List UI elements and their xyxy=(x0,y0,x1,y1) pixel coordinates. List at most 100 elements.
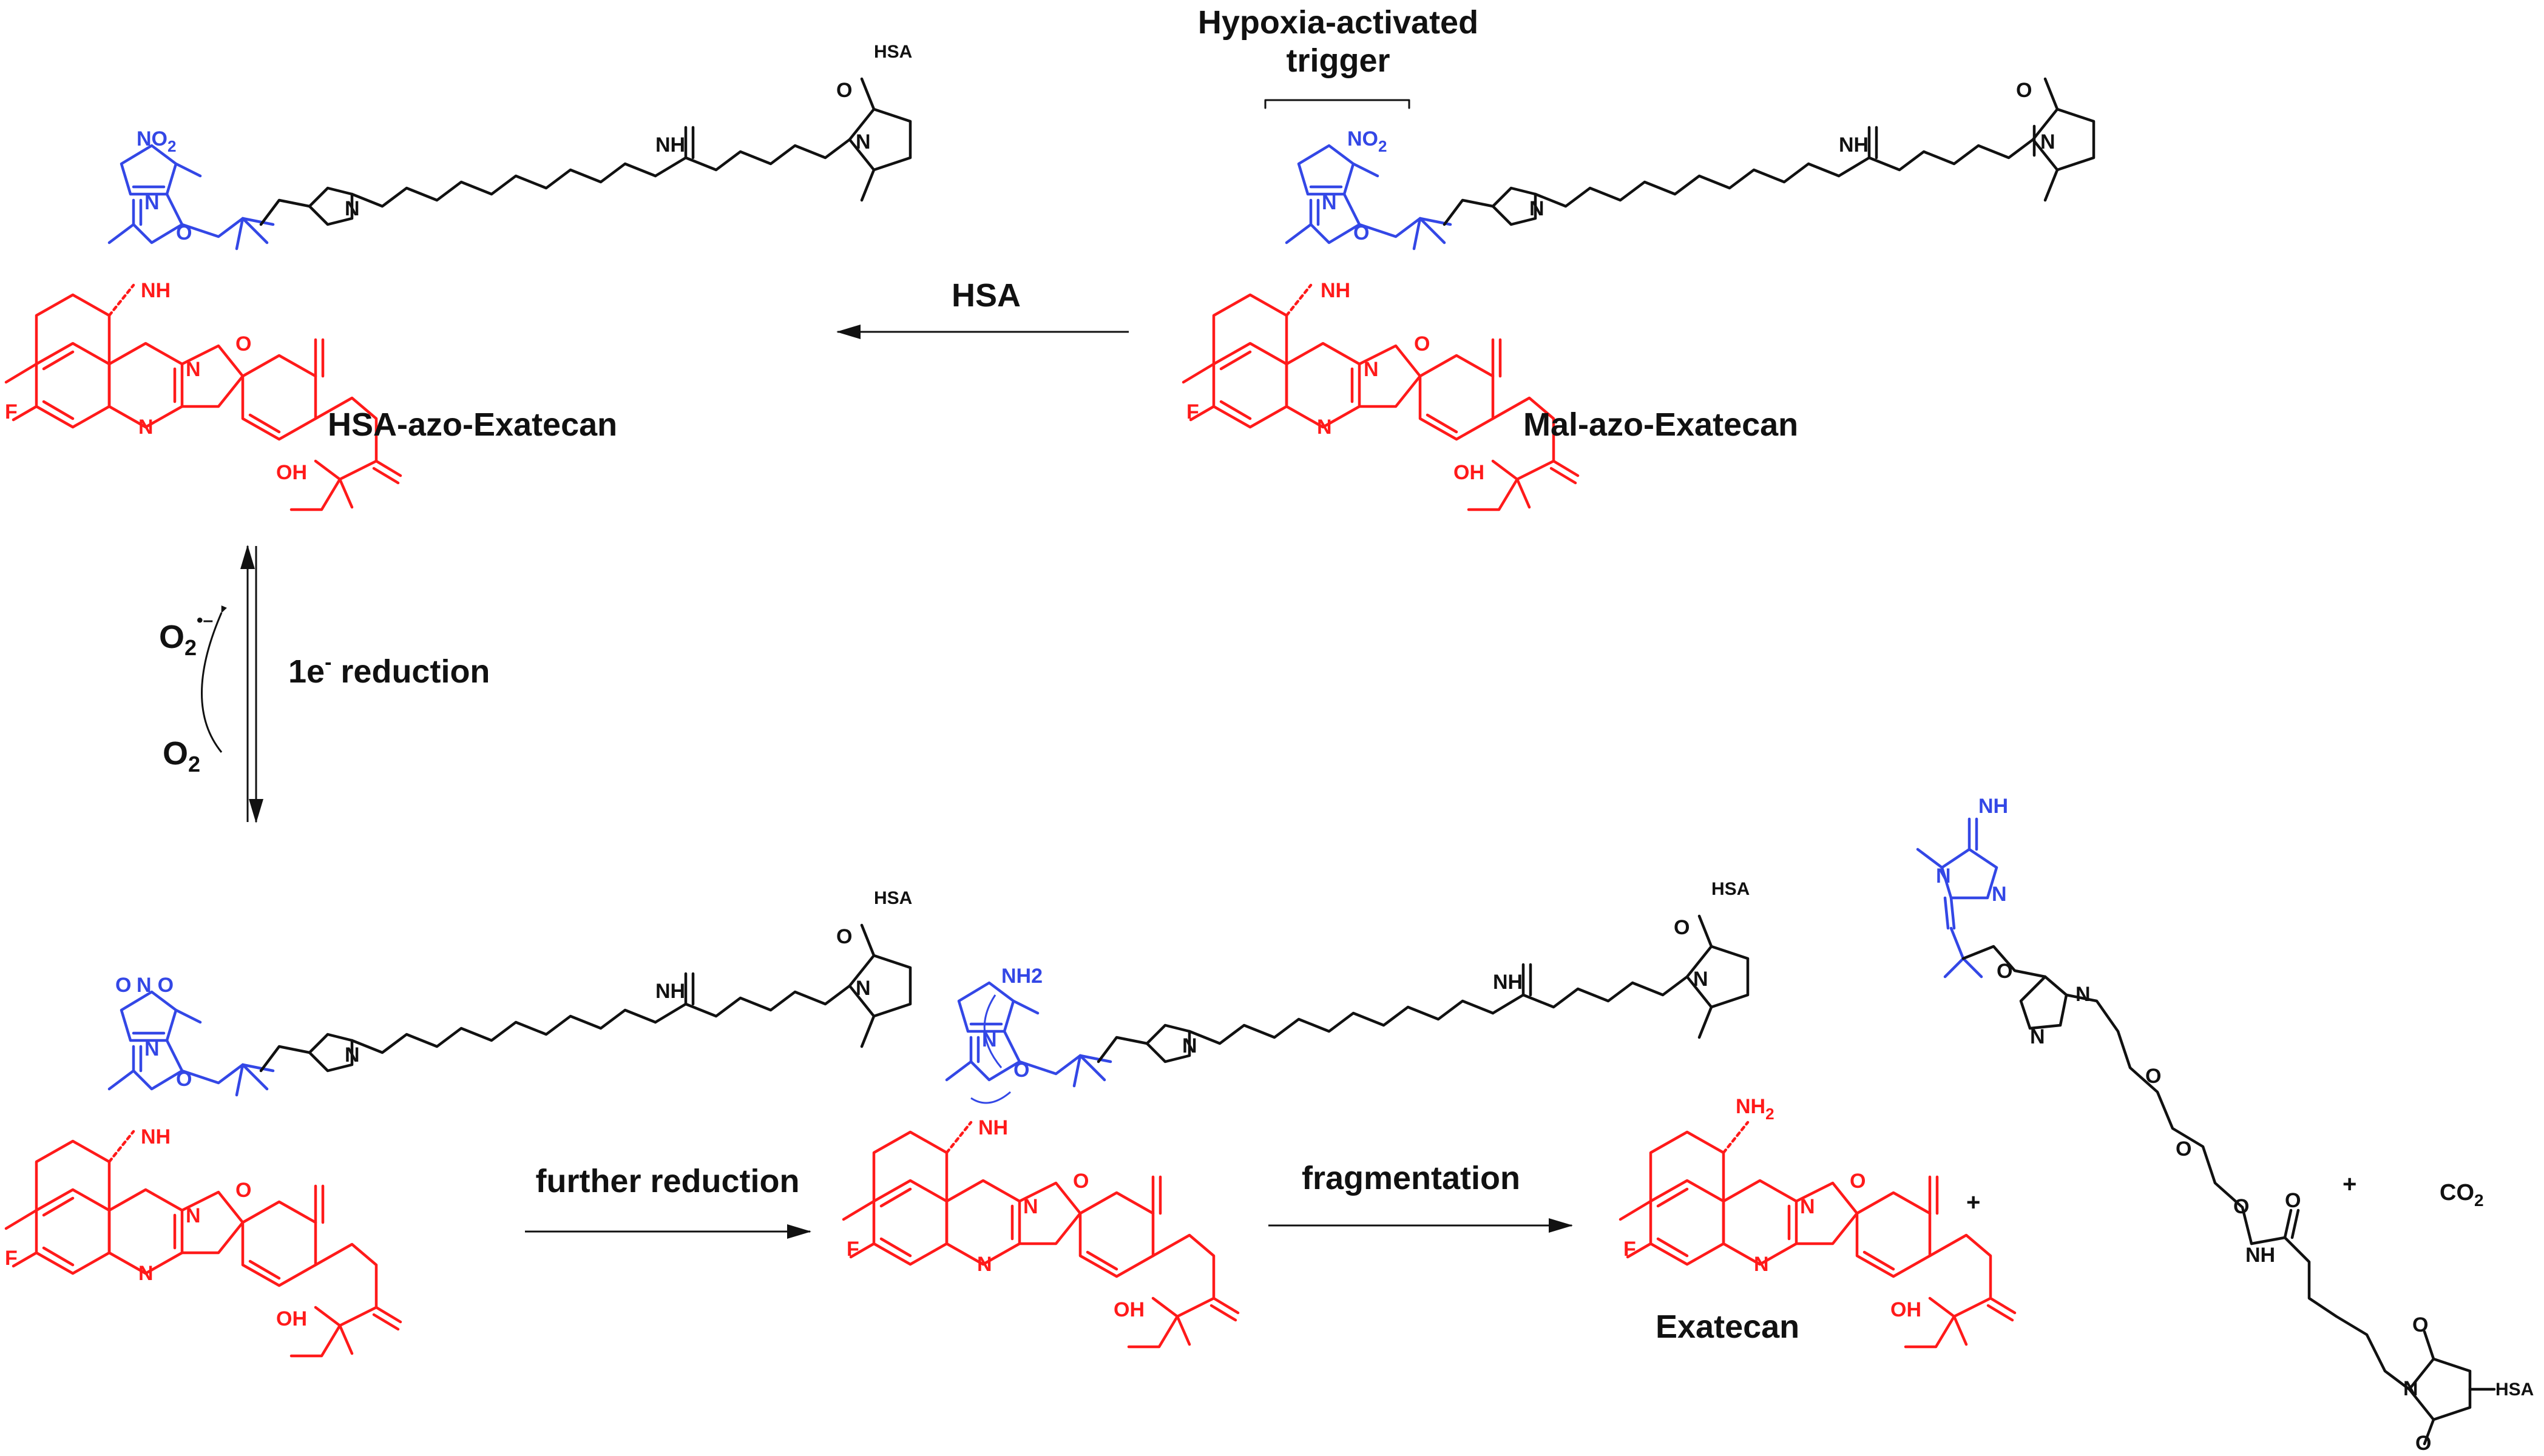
succinimide-o: O xyxy=(836,925,852,948)
fluorine-label: F xyxy=(1186,400,1199,423)
hydroxyl-label: OH xyxy=(276,461,307,484)
carbamate-o: O xyxy=(176,221,192,244)
pyridone-n: N xyxy=(186,1204,201,1227)
amine-label: NH2 xyxy=(1736,1095,1774,1123)
co2-label: CO2 xyxy=(2440,1180,2484,1210)
amide-nh: NH xyxy=(141,1125,171,1148)
pyridine-n: N xyxy=(1754,1253,1769,1276)
peg-o: O xyxy=(2145,1065,2161,1088)
hsa-tag: HSA xyxy=(874,42,912,62)
carbamate-o: O xyxy=(1013,1059,1029,1082)
carbonyl-o: O xyxy=(1073,1170,1089,1193)
succinimide-o: O xyxy=(836,79,852,102)
amine-intermediate-structure: NH2 N O NH F N N O OH N NH O N HSA xyxy=(844,879,1750,1347)
plus-sign: + xyxy=(2343,1171,2356,1198)
succinimide-o: O xyxy=(2415,1432,2431,1453)
fluorine-label: F xyxy=(1623,1238,1636,1261)
triazole-n: N xyxy=(1529,197,1544,220)
mal-azo-exatecan-label: Mal-azo-Exatecan xyxy=(1523,406,1798,443)
fragmentation-label: fragmentation xyxy=(1302,1160,1520,1196)
imidazole-n: N xyxy=(1936,864,1951,888)
amide-nh: NH xyxy=(141,279,171,302)
nitro-radical-o: O xyxy=(115,974,131,997)
succinimide-n: N xyxy=(856,130,871,153)
triazole-n: N xyxy=(345,197,360,220)
imidazole-n: N xyxy=(144,191,160,214)
triazole-n: N xyxy=(2075,983,2091,1006)
electron-push-arrow xyxy=(970,1091,1011,1104)
linker-nh: NH xyxy=(1839,133,1869,157)
triazole-n: N xyxy=(345,1043,360,1067)
electron-push-arrow xyxy=(983,994,1003,1068)
imidazole-n: N xyxy=(144,1037,160,1060)
fluorine-label: F xyxy=(847,1238,859,1261)
amine-group-label: NH2 xyxy=(1001,965,1043,988)
hsa-tag: HSA xyxy=(2495,1380,2534,1400)
carbonyl-o: O xyxy=(1850,1170,1866,1193)
mal-azo-exatecan-structure: NO2 N O NH F N N O OH N NH O N xyxy=(1183,79,2094,510)
linker-nh: NH xyxy=(2245,1244,2275,1267)
carbonyl-o: O xyxy=(235,1179,251,1202)
carbamate-o: O xyxy=(176,1068,192,1091)
pyridine-n: N xyxy=(138,1262,154,1285)
maleimide-o: O xyxy=(2016,79,2032,102)
one-electron-reduction-label: 1e- reduction xyxy=(288,651,490,690)
hydroxyl-label: OH xyxy=(1114,1298,1145,1321)
amide-nh: NH xyxy=(978,1116,1008,1139)
linker-nh: NH xyxy=(655,133,685,157)
hsa-tag: HSA xyxy=(874,888,912,908)
trigger-bracket xyxy=(1264,99,1410,109)
carbonyl-o: O xyxy=(1414,332,1430,356)
hsa-azo-exatecan-label: HSA-azo-Exatecan xyxy=(328,406,617,443)
maleimide-n: N xyxy=(2040,130,2055,153)
fluorine-label: F xyxy=(5,1247,18,1270)
carbonyl-o: O xyxy=(235,332,251,356)
amide-nh: NH xyxy=(1321,279,1350,302)
succinimide-o: O xyxy=(2412,1313,2428,1336)
triazole-n: N xyxy=(1182,1034,1197,1057)
trigger-label-line2: trigger xyxy=(1286,42,1390,79)
succinimide-n: N xyxy=(2403,1377,2418,1400)
fluorine-label: F xyxy=(5,400,18,423)
pyridone-n: N xyxy=(1023,1195,1038,1218)
trigger-label-line1: Hypoxia-activated xyxy=(1198,4,1478,41)
amide-o: O xyxy=(2285,1189,2301,1212)
exatecan-label: Exatecan xyxy=(1656,1309,1799,1345)
pyridone-n: N xyxy=(1364,358,1379,381)
nitro-group-label: NO2 xyxy=(1347,127,1387,155)
ether-o: O xyxy=(1997,960,2012,983)
plus-sign: + xyxy=(1966,1189,1980,1216)
pyridone-n: N xyxy=(186,358,201,381)
succinimide-n: N xyxy=(1693,968,1708,991)
imidazole-n: N xyxy=(1322,191,1337,214)
pyridine-n: N xyxy=(977,1253,992,1276)
pyridine-n: N xyxy=(138,416,154,439)
exatecan-structure: NH2 F N N O OH xyxy=(1620,1095,2015,1347)
oxygen-cycle-arrow xyxy=(201,605,227,753)
hydroxyl-label: OH xyxy=(1890,1298,1921,1321)
triazole-n: N xyxy=(2030,1025,2045,1048)
further-reduction-label: further reduction xyxy=(535,1163,799,1199)
imine-label: NH xyxy=(1978,795,2008,818)
hydroxyl-label: OH xyxy=(276,1307,307,1330)
released-linker-fragment: NH N N O N N O O O NH O O N O HSA xyxy=(1916,795,2534,1455)
imidazole-n: N xyxy=(1992,883,2007,906)
peg-o: O xyxy=(2176,1138,2191,1161)
carbamate-o: O xyxy=(1353,221,1369,244)
nitro-group-label: NO2 xyxy=(137,127,176,155)
hsa-azo-exatecan-structure: NO2 N O NH F N N O OH N NH O N HSA xyxy=(5,42,912,510)
hsa-tag: HSA xyxy=(1711,879,1750,899)
succinimide-n: N xyxy=(856,977,871,1000)
hydroxyl-label: OH xyxy=(1453,461,1484,484)
linker-nh: NH xyxy=(1493,971,1523,994)
peg-o: O xyxy=(2233,1195,2249,1218)
pyridone-n: N xyxy=(1800,1195,1815,1218)
hsa-arrow-label: HSA xyxy=(952,277,1021,314)
superoxide-label: O2•– xyxy=(159,610,213,660)
succinimide-o: O xyxy=(1674,916,1690,939)
linker-nh: NH xyxy=(655,980,685,1003)
oxygen-label: O2 xyxy=(163,735,200,777)
